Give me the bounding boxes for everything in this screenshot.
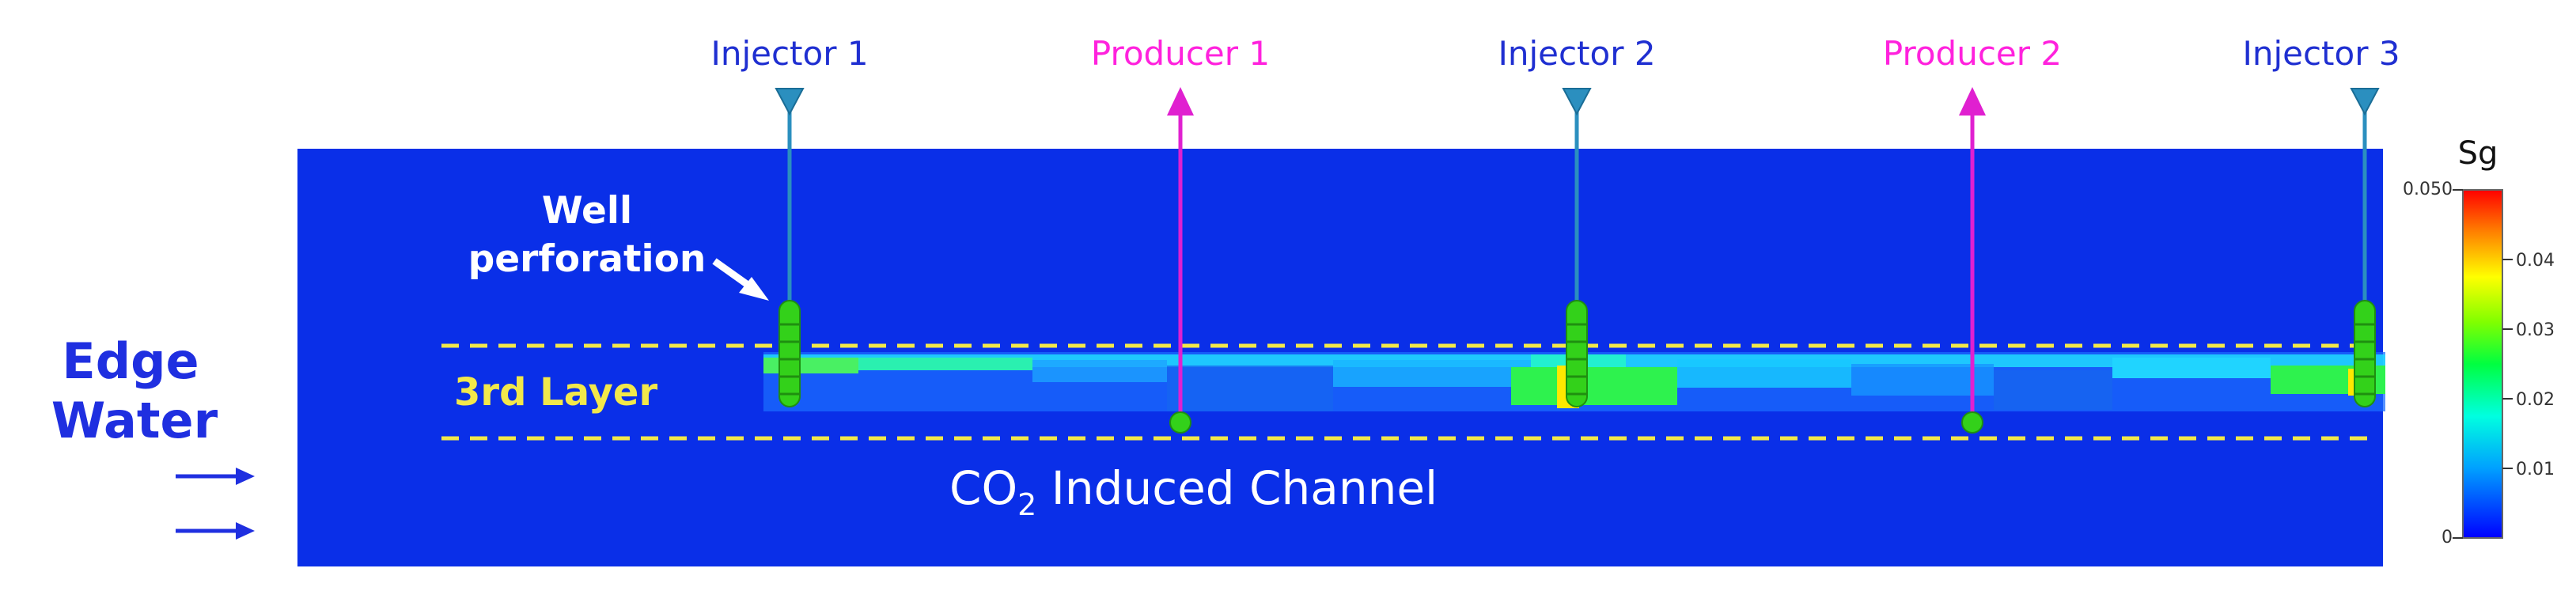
- layer-label: 3rd Layer: [454, 370, 657, 415]
- channel-label: CO2 Induced Channel: [949, 461, 1438, 522]
- colorbar-tick-label: 0.04: [2516, 251, 2555, 271]
- well-producer-2: [1167, 87, 1194, 434]
- colorbar-scale: [2462, 189, 2503, 539]
- well-producer-4: [1959, 87, 1986, 434]
- colorbar-max-label: 0.050: [2403, 180, 2453, 199]
- well-perforation: [778, 300, 801, 407]
- well-label-injector-2: Injector 2: [1498, 34, 1655, 73]
- producer-arrow-icon: [1167, 87, 1194, 116]
- edge-water-line2: Water: [51, 392, 218, 449]
- well-perforation: [1566, 300, 1588, 407]
- well-label-injector-1: Injector 1: [710, 34, 868, 73]
- producer-completion: [1169, 411, 1191, 434]
- well-label-producer-1: Producer 1: [1091, 34, 1270, 73]
- colorbar-tick-label: 0.01: [2516, 460, 2555, 479]
- injector-head-icon: [2350, 88, 2380, 116]
- well-label-producer-2: Producer 2: [1883, 34, 2062, 73]
- colorbar-title: Sg: [2458, 135, 2498, 172]
- well-injector-3: [1562, 88, 1592, 407]
- well-perforation: [2354, 300, 2376, 407]
- wells-layer: [775, 87, 2380, 434]
- producer-arrow-icon: [1959, 87, 1986, 116]
- colorbar-tick-label: 0.03: [2516, 320, 2555, 340]
- injector-head-icon: [775, 88, 805, 116]
- injector-head-icon: [1562, 88, 1592, 116]
- producer-completion: [1961, 411, 1983, 434]
- perforation-arrow: [712, 258, 769, 301]
- perforation-label-line2: perforation: [468, 237, 707, 281]
- colorbar: Sg 0.050 0 0.04 0.03 0.02 0.01: [2403, 135, 2555, 547]
- edge-water-line1: Edge: [62, 332, 199, 390]
- edge-water-arrow-1: [176, 468, 255, 485]
- colorbar-ticks: 0.04 0.03 0.02 0.01: [2502, 251, 2555, 479]
- well-label-injector-3: Injector 3: [2242, 34, 2400, 73]
- well-injector-5: [2350, 88, 2380, 407]
- perforation-label-line1: Well: [542, 189, 632, 233]
- colorbar-tick-label: 0.02: [2516, 390, 2555, 410]
- well-injector-1: [775, 88, 805, 407]
- colorbar-min-label: 0: [2442, 528, 2453, 547]
- edge-water-arrow-2: [176, 522, 255, 540]
